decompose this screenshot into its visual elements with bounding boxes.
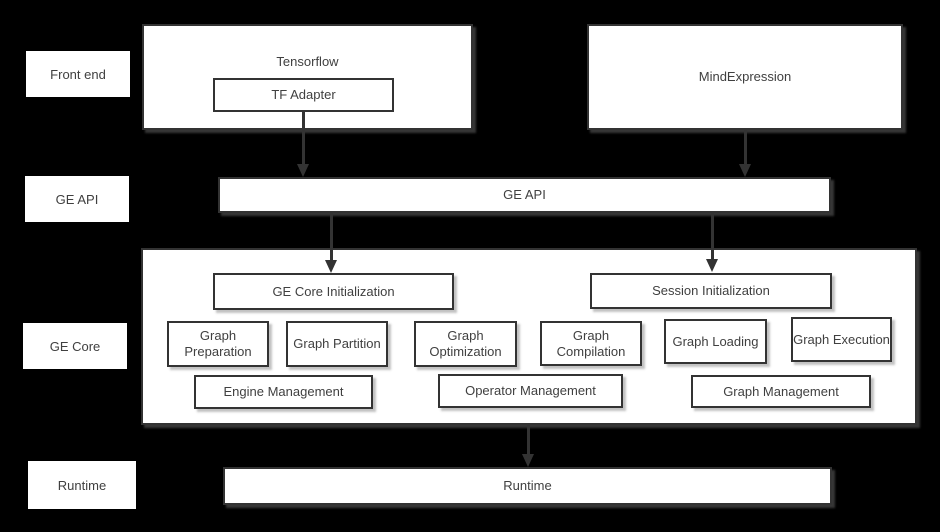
- graph-optimization-box: Graph Optimization: [414, 321, 517, 367]
- row-label-front-end: Front end: [26, 51, 130, 97]
- ge-core-initialization-box: GE Core Initialization: [213, 273, 454, 310]
- graph-loading-box: Graph Loading: [664, 319, 767, 364]
- mindexpression-box: MindExpression: [587, 24, 903, 130]
- tf-adapter-box: TF Adapter: [213, 78, 394, 112]
- operator-management-box: Operator Management: [438, 374, 623, 408]
- graph-partition-box: Graph Partition: [286, 321, 388, 367]
- graph-management-box: Graph Management: [691, 375, 871, 408]
- runtime-bar: Runtime: [223, 467, 832, 505]
- session-initialization-box: Session Initialization: [590, 273, 832, 309]
- tensorflow-box: Tensorflow TF Adapter: [142, 24, 473, 130]
- graph-compilation-box: Graph Compilation: [540, 321, 642, 366]
- ge-core-container: GE Core Initialization Session Initializ…: [141, 248, 917, 425]
- row-label-runtime: Runtime: [28, 461, 136, 509]
- graph-execution-box: Graph Execution: [791, 317, 892, 362]
- graph-preparation-box: Graph Preparation: [167, 321, 269, 367]
- ge-api-bar: GE API: [218, 177, 831, 213]
- row-label-ge-core: GE Core: [23, 323, 127, 369]
- tensorflow-label: Tensorflow: [276, 54, 339, 69]
- row-label-ge-api: GE API: [25, 176, 129, 222]
- engine-management-box: Engine Management: [194, 375, 373, 409]
